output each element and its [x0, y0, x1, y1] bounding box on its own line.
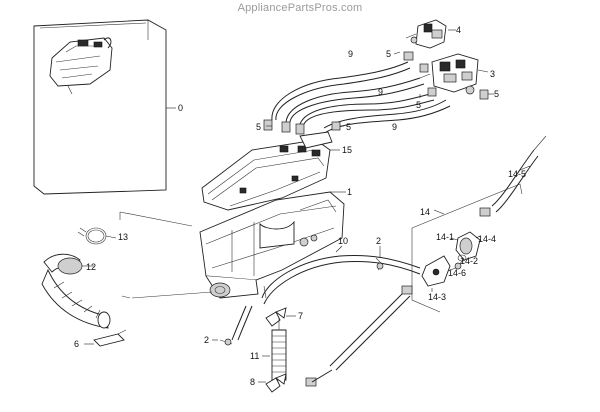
callout-7: 7: [298, 311, 303, 321]
callout-14-6: 14-6: [448, 268, 466, 278]
callout-3: 3: [490, 69, 495, 79]
part-10-drain-hose: [231, 255, 421, 341]
part-6-hose-clamp: [93, 329, 127, 347]
callout-8: 8: [250, 377, 255, 387]
part-14-pump-assembly: [411, 135, 547, 313]
part-2-clamp-upper: [375, 257, 384, 271]
callout-15: 15: [342, 145, 352, 155]
callout-14-2: 14-2: [460, 256, 478, 266]
callout-5-mid: 5: [346, 122, 351, 132]
callout-11: 11: [250, 351, 259, 361]
callout-0: 0: [178, 103, 183, 113]
callout-9-mid: 9: [378, 87, 383, 97]
part-1-dispenser-housing: [199, 191, 345, 299]
part-2-clamp-lower: [219, 338, 233, 346]
callout-5-right: 5: [494, 89, 499, 99]
callout-14-3: 14-3: [428, 292, 446, 302]
part-0-drawer-assembly: [49, 37, 113, 95]
watermark: AppliancePartsPros.com: [237, 2, 363, 14]
callout-2-lower: 2: [204, 335, 209, 345]
callout-9-top: 9: [348, 49, 353, 59]
part-14-4-clip: [479, 207, 491, 217]
part-vent-hose: [305, 285, 413, 387]
part-0-inset: [33, 19, 167, 195]
callout-10: 10: [338, 236, 348, 246]
part-14-3-pump-body: [421, 255, 451, 287]
part-15-top-panel: [201, 131, 333, 211]
part-4-water-valve: [405, 19, 447, 49]
callout-13: 13: [118, 232, 128, 242]
callout-2-upper: 2: [376, 236, 381, 246]
callout-14: 14: [420, 207, 430, 217]
part-7-fan-clip: [265, 307, 287, 327]
leader-lines: [82, 29, 531, 383]
part-9-supply-hoses: [271, 61, 451, 133]
callout-labels: 0 1 2 2 3 4 5 5 5 5 5 6 7 8 9 9 9 10 11 …: [74, 25, 526, 387]
part-11-corrugated-tube: [271, 318, 287, 381]
callout-5-top: 5: [386, 49, 391, 59]
callout-14-5: 14-5: [508, 169, 526, 179]
part-8-fan-clip: [265, 373, 287, 393]
part-14-5-hose: [491, 135, 547, 213]
part-14-6-cap: [454, 262, 462, 270]
callout-1: 1: [347, 187, 352, 197]
callout-4: 4: [456, 25, 461, 35]
part-12-bellows-hose: [41, 253, 111, 329]
bellows-outline-box: [119, 211, 213, 299]
callout-14-1: 14-1: [436, 232, 454, 242]
part-14-1-filter: [455, 231, 481, 261]
callout-5-valve: 5: [416, 100, 421, 110]
callout-14-4: 14-4: [478, 234, 496, 244]
part-13-clamp-ring: [77, 227, 107, 245]
part-3-inlet-valve: [419, 53, 479, 95]
callout-6: 6: [74, 339, 79, 349]
part-5-hose-clamps: [263, 51, 489, 135]
callout-12: 12: [86, 262, 96, 272]
callout-5-left: 5: [256, 122, 261, 132]
callout-9-low: 9: [392, 122, 397, 132]
